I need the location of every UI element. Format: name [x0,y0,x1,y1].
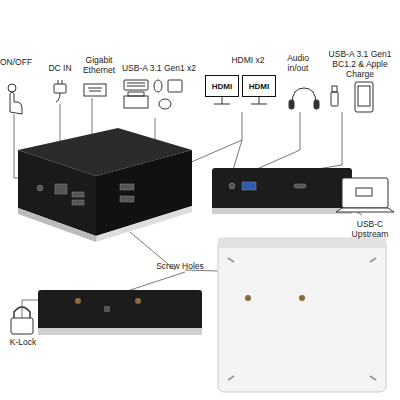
monitor-screen: HDMI [205,75,239,97]
port-label: Screw Holes [150,262,210,272]
port-label: HDMI x2 [226,56,270,66]
port-label: DC IN [44,64,76,74]
screen-text: HDMI [212,82,232,91]
port-label: USB-A 3.1 Gen1 BC1.2 & Apple Charge [322,50,398,79]
monitor-screen: HDMI [242,75,276,97]
port-label: USB-A 3.1 Gen1 x2 [118,64,200,74]
port-label: Gigabit Ethernet [78,56,120,76]
port-label: Audio in/out [280,54,316,74]
port-label: ON/OFF [0,58,32,68]
port-label: K-Lock [6,338,40,348]
port-label: USB-C Upstream [346,220,394,240]
screen-text: HDMI [249,82,269,91]
